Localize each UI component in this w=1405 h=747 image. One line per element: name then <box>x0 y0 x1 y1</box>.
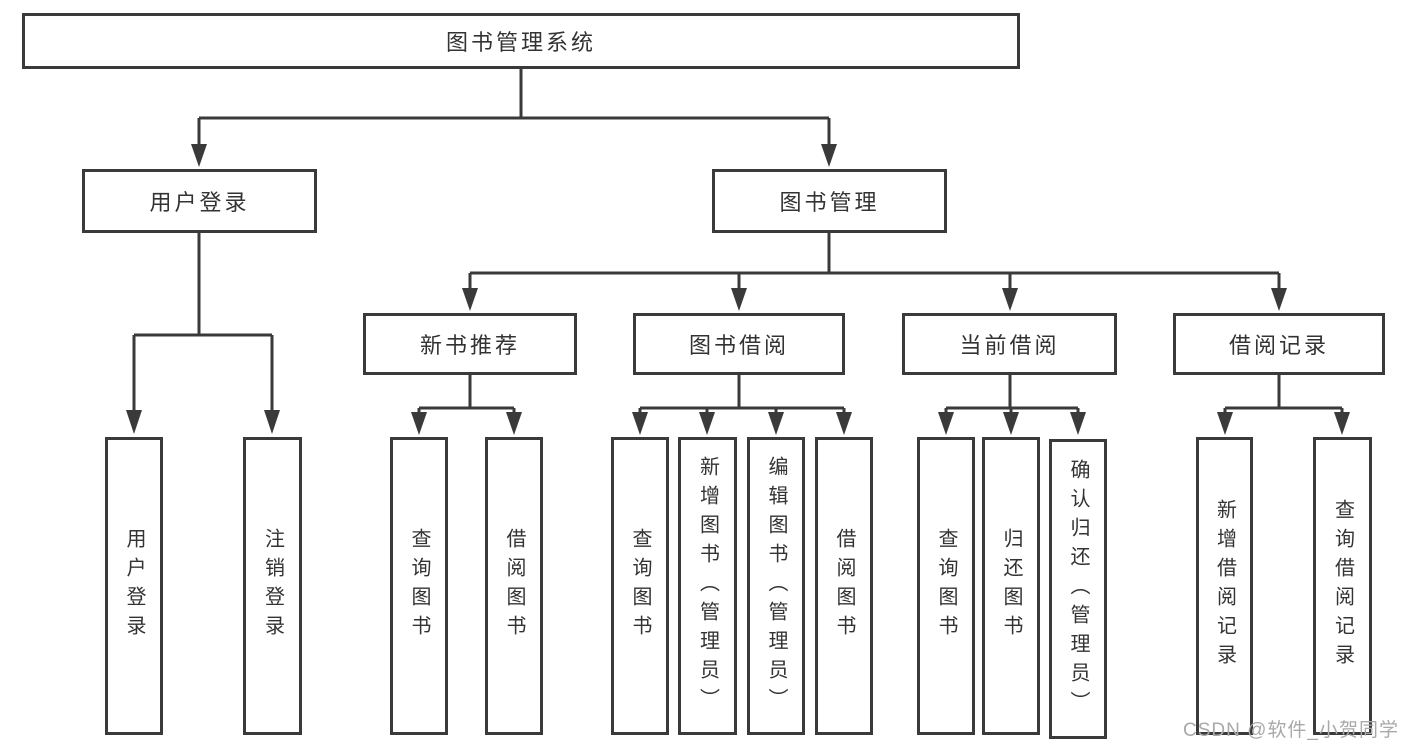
leaf-logout: 注销登录 <box>243 437 302 735</box>
leaf-query-books-recommend: 查询图书 <box>390 437 448 735</box>
leaf-borrow-books-recommend-label: 借阅图书 <box>503 528 525 644</box>
node-new-book-recommend-label: 新书推荐 <box>419 333 520 358</box>
leaf-add-book-admin-label: 新增图书（管理员） <box>696 455 719 717</box>
leaf-add-borrow-record: 新增借阅记录 <box>1196 437 1253 735</box>
watermark-text: CSDN @软件_小贺同学 <box>1183 720 1399 741</box>
leaf-query-books-borrow: 查询图书 <box>611 437 669 735</box>
arrow-to-book-management <box>821 144 837 167</box>
arrow-to-new-book <box>462 288 478 311</box>
node-user-login: 用户登录 <box>82 169 317 233</box>
leaf-borrow-books-recommend: 借阅图书 <box>485 437 543 735</box>
leaf-query-books-current: 查询图书 <box>917 437 975 735</box>
leaf-user-login: 用户登录 <box>105 437 163 735</box>
arrow-to-borrow-record <box>1271 288 1287 311</box>
node-borrowing-records-label: 借阅记录 <box>1228 333 1329 358</box>
leaf-add-book-admin: 新增图书（管理员） <box>678 437 737 735</box>
leaf-edit-book-admin: 编辑图书（管理员） <box>747 437 805 735</box>
node-book-management: 图书管理 <box>712 169 947 233</box>
leaf-edit-book-admin-label: 编辑图书（管理员） <box>765 455 787 717</box>
node-borrowing-records: 借阅记录 <box>1173 313 1385 375</box>
leaf-confirm-return-admin-label: 确认归还（管理员） <box>1067 458 1089 720</box>
leaf-logout-label: 注销登录 <box>261 528 284 644</box>
node-book-borrowing-label: 图书借阅 <box>688 333 789 358</box>
node-library-system: 图书管理系统 <box>22 13 1020 69</box>
leaf-query-borrow-record-label: 查询借阅记录 <box>1331 499 1354 673</box>
leaf-borrow-books-2: 借阅图书 <box>815 437 873 735</box>
node-new-book-recommend: 新书推荐 <box>363 313 577 375</box>
node-library-system-label: 图书管理系统 <box>445 30 596 55</box>
node-book-borrowing: 图书借阅 <box>633 313 845 375</box>
leaf-query-borrow-record: 查询借阅记录 <box>1313 437 1372 735</box>
leaf-query-books-current-label: 查询图书 <box>935 528 957 644</box>
leaf-user-login-label: 用户登录 <box>123 528 145 644</box>
arrow-to-current-borrow <box>1002 288 1018 311</box>
node-book-management-label: 图书管理 <box>779 190 880 215</box>
leaf-query-books-recommend-label: 查询图书 <box>408 528 430 644</box>
node-current-borrowing: 当前借阅 <box>902 313 1117 375</box>
leaf-add-borrow-record-label: 新增借阅记录 <box>1213 499 1236 673</box>
leaf-query-books-borrow-label: 查询图书 <box>629 528 651 644</box>
arrow-to-user-login <box>191 144 207 167</box>
arrow-to-book-borrow <box>731 288 747 311</box>
leaf-confirm-return-admin: 确认归还（管理员） <box>1049 439 1107 739</box>
arrowheads <box>126 144 1350 435</box>
node-user-login-label: 用户登录 <box>149 190 250 215</box>
leaf-borrow-books-2-label: 借阅图书 <box>833 528 855 644</box>
node-current-borrowing-label: 当前借阅 <box>959 333 1060 358</box>
leaf-return-books-label: 归还图书 <box>1000 528 1022 644</box>
leaf-return-books: 归还图书 <box>982 437 1040 735</box>
